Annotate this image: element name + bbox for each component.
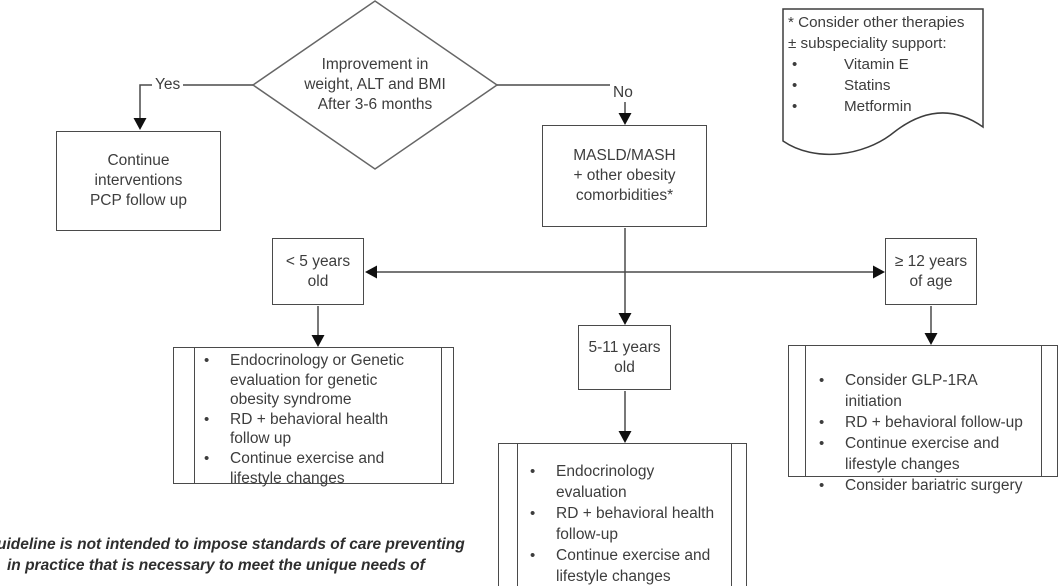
box-text-line: interventions (94, 172, 183, 189)
masld-mash-box: MASLD/MASH + other obesity comorbidities… (542, 125, 707, 227)
note-header-line: ± subspeciality support: (788, 35, 947, 52)
note-bullet-item: Metformin (788, 96, 980, 117)
side-bar (731, 444, 732, 586)
diamond-line: weight, ALT and BMI (304, 76, 446, 93)
plan-item-text: Endocrinology or Genetic evaluation for … (230, 352, 405, 409)
over-12-box: ≥ 12 years of age (885, 238, 977, 305)
plan-list-item: Endocrinology evaluation (530, 461, 730, 503)
arrowheads (133, 113, 938, 443)
box-text-line: old (614, 358, 635, 376)
footer-disclaimer-line: in practice that is necessary to meet th… (7, 557, 425, 574)
arrowhead-to-over12-plan (924, 333, 938, 345)
plan-list-item: Continue exercise and lifestyle changes (819, 433, 1040, 475)
no-label: No (610, 84, 636, 102)
diamond-line: Improvement in (321, 56, 429, 73)
plan-item-text: Consider bariatric surgery (845, 477, 1023, 494)
box-text-line: 5-11 years (588, 338, 661, 356)
plan-item-text: Endocrinology evaluation (556, 463, 655, 501)
arrowhead-to-continue-box (133, 118, 147, 130)
note-bullet-text: Statins (844, 77, 891, 94)
arrowhead-to-under5-plan (311, 335, 325, 347)
side-bar (194, 348, 195, 483)
no-connector (497, 84, 626, 116)
side-bar (517, 444, 518, 586)
arrowhead-to-masld-box (618, 113, 632, 125)
plan-item-text: Continue exercise and lifestyle changes (845, 435, 1000, 473)
plan-item-text: RD + behavioral health follow up (230, 410, 389, 448)
yes-label: Yes (152, 76, 184, 94)
note-header-line: * Consider other therapies (788, 14, 965, 31)
arrowhead-to-over12-box (873, 265, 885, 279)
age-5-11-plan-box: Endocrinology evaluation RD + behavioral… (498, 443, 747, 586)
plan-list-item: Endocrinology or Genetic evaluation for … (204, 351, 439, 410)
arrowhead-to-under5-box (365, 265, 377, 279)
arrowhead-to-age5to11-plan (618, 431, 632, 443)
under-5-plan-box: Endocrinology or Genetic evaluation for … (173, 347, 454, 487)
plan-list-item: RD + behavioral health follow-up (530, 503, 730, 545)
arrowhead-to-age5to11-box (618, 313, 632, 325)
plan-list-item: RD + behavioral health follow up (204, 410, 439, 449)
yes-connector (139, 84, 253, 121)
box-text-line: ≥ 12 years (894, 252, 968, 270)
box-text-line: old (307, 272, 329, 290)
therapies-note: * Consider other therapies ± subspeciali… (788, 12, 980, 117)
plan-item-text: RD + behavioral follow-up (845, 414, 1023, 431)
box-text-line: of age (909, 272, 953, 290)
plan-list-item: RD + behavioral follow-up (819, 412, 1040, 433)
footer-disclaimer-line: uideline is not intended to impose stand… (0, 536, 465, 553)
box-text-line: + other obesity (573, 167, 676, 184)
decision-diamond-text: Improvement in weight, ALT and BMI After… (285, 47, 465, 123)
plan-list-item: Continue exercise and lifestyle changes (530, 545, 730, 586)
plan-item-text: Continue exercise and lifestyle changes (230, 449, 385, 487)
plan-list-item: Consider bariatric surgery (819, 475, 1040, 496)
note-bullet-item: Vitamin E (788, 54, 980, 75)
continue-interventions-box: Continue interventions PCP follow up (56, 131, 221, 231)
side-bar (1041, 346, 1042, 476)
side-bar (805, 346, 806, 476)
box-text-line: Continue (107, 152, 170, 169)
under-5-box: < 5 years old (272, 238, 364, 305)
diamond-line: After 3-6 months (317, 96, 433, 113)
plan-list-item: Consider GLP-1RA initiation (819, 370, 1040, 412)
over-12-plan-box: Consider GLP-1RA initiation RD + behavio… (788, 345, 1058, 494)
box-text-line: comorbidities* (575, 187, 674, 204)
plan-item-text: RD + behavioral health follow-up (556, 505, 715, 543)
plan-item-text: Continue exercise and lifestyle changes (556, 547, 711, 585)
side-bar (441, 348, 442, 483)
box-text-line: MASLD/MASH (573, 147, 676, 164)
note-bullet-text: Vitamin E (844, 56, 909, 73)
box-text-line: PCP follow up (89, 192, 188, 209)
plan-list-item: Continue exercise and lifestyle changes (204, 449, 439, 488)
note-bullet-item: Statins (788, 75, 980, 96)
decision-diamond-shape (251, 0, 499, 170)
note-bullet-text: Metformin (844, 98, 912, 115)
age-5-11-box: 5-11 years old (578, 325, 671, 390)
box-text-line: < 5 years (285, 252, 351, 270)
plan-item-text: Consider GLP-1RA initiation (845, 372, 986, 410)
